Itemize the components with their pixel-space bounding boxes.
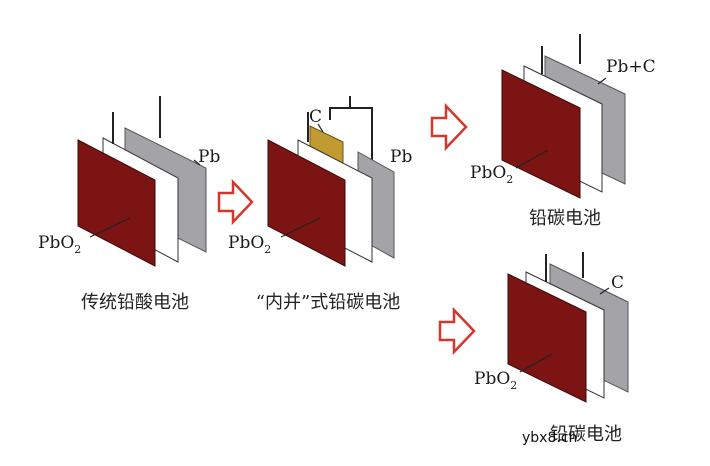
internal-parallel-battery: C Pb PbO2 “内并”式铅碳电池 — [228, 96, 412, 313]
c-label: C — [611, 273, 624, 293]
pbo2-leader-line — [89, 217, 131, 238]
pbo2-label: PbO2 — [470, 163, 513, 186]
pbo2-leader-line — [515, 149, 549, 169]
watermark: ybx8.cn — [522, 430, 577, 446]
pbo2-leader-line — [280, 217, 321, 238]
lead-carbon-battery-pb-c: Pb+C PbO2 铅碳电池 — [470, 34, 656, 229]
pbo2-plate — [501, 69, 581, 199]
pbo2-plate — [507, 273, 587, 403]
arrow-right-1 — [217, 178, 254, 226]
c-leader-line — [317, 123, 324, 133]
c-label: C — [309, 107, 322, 127]
pb-label: Pb — [198, 147, 220, 167]
pbo2-label: PbO2 — [38, 233, 81, 256]
arrow-right-lower — [438, 306, 476, 356]
caption-lead-carbon-2: 铅碳电池 — [550, 424, 622, 445]
pbo2-plate — [77, 139, 156, 267]
caption-internal-parallel: “内并”式铅碳电池 — [256, 292, 400, 313]
caption-traditional: 传统铅酸电池 — [81, 292, 189, 313]
traditional-battery: Pb PbO2 传统铅酸电池 — [38, 96, 220, 313]
pb-label: Pb — [390, 147, 412, 167]
c-leader-line — [599, 287, 610, 295]
arrow-right-upper — [430, 102, 468, 152]
pbo2-label: PbO2 — [474, 369, 517, 392]
pb-c-leader-line — [597, 77, 607, 85]
pbo2-label: PbO2 — [228, 233, 271, 256]
lead-carbon-battery-c: C PbO2 铅碳电池 — [474, 252, 629, 445]
pb-c-label: Pb+C — [606, 57, 656, 77]
pbo2-leader-line — [519, 353, 553, 373]
caption-lead-carbon-1: 铅碳电池 — [529, 208, 601, 229]
pb-leader-line — [193, 159, 201, 166]
